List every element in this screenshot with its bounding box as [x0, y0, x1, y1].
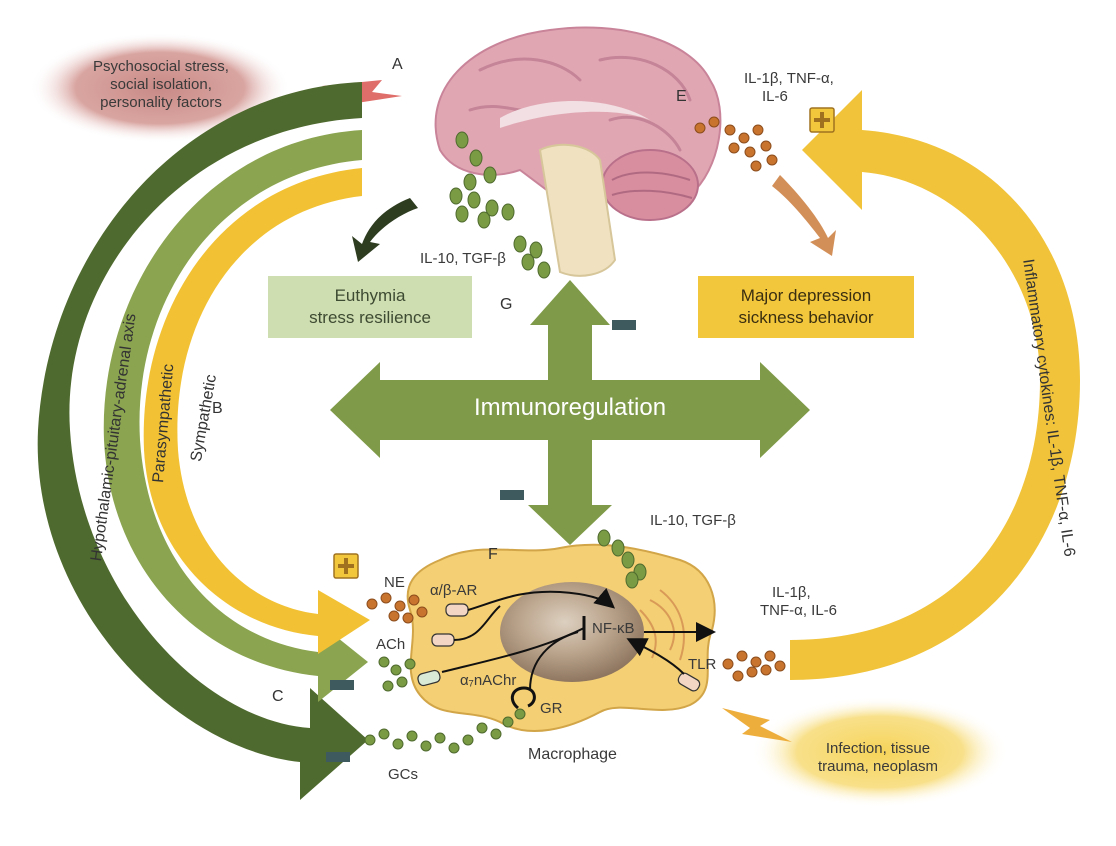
label-E: E [676, 88, 687, 105]
parasympathetic-arrow [103, 130, 368, 702]
label-G: G [500, 296, 513, 313]
gr-label: GR [540, 700, 563, 717]
plus-icon [809, 107, 835, 133]
green-particles [364, 131, 647, 754]
euthymia-line-2: stress resilience [309, 308, 431, 327]
adrenergic-receptor-icon [431, 633, 455, 647]
immunoregulation-label: Immunoregulation [473, 394, 667, 421]
label-A: A [392, 56, 403, 73]
ab-ar-signal-line [453, 605, 501, 641]
brain-to-euthymia-arrow [352, 198, 418, 262]
macrophage-label: Macrophage [528, 746, 617, 763]
inflammatory-cytokines-arrow [790, 90, 1080, 680]
ach-label: ACh [376, 636, 406, 653]
il10-cell-label: IL-10, TGF-β [650, 512, 736, 529]
orange-particles [366, 116, 786, 682]
minus-icon [612, 320, 636, 330]
out-cytokines-line-2: TNF-α, IL-6 [760, 602, 838, 619]
brainstem [538, 143, 617, 277]
nicotinic-receptor-icon [417, 669, 441, 687]
depression-line-1: Major depression [740, 286, 872, 305]
minus-icon [500, 490, 524, 500]
tlr-signal-arrow [626, 638, 685, 675]
out-cytokines-label: IL-1β, TNF-α, IL-6 [760, 584, 837, 620]
out-cytokines-line-1: IL-1β, [772, 584, 811, 601]
sympathetic-arrow [143, 168, 370, 654]
label-C: C [272, 688, 284, 705]
minus-icon [330, 680, 354, 690]
gr-receptor-icon [510, 686, 536, 710]
label-F: F [488, 546, 498, 563]
brain-cytokines-label: IL-1β, TNF-α, IL-6 [744, 70, 834, 106]
infection-line-2: trauma, neoplasm [817, 758, 939, 775]
adrenergic-receptor-icon [445, 603, 469, 617]
ab-ar-label: α/β-AR [430, 582, 478, 599]
depression-box [698, 276, 914, 338]
immunoregulation-cross [330, 280, 810, 545]
stress-line-3: personality factors [100, 94, 222, 111]
a7-nachr-label: α₇nAChr [460, 672, 517, 689]
gcs-label: GCs [388, 766, 418, 783]
depression-line-2: sickness behavior [738, 308, 874, 327]
stress-cloud [30, 33, 290, 143]
infection-line-1: Infection, tissue [825, 740, 931, 757]
ne-label: NE [384, 574, 405, 591]
depression-text: Major depression sickness behavior [698, 276, 914, 338]
ab-ar-signal-arrow [467, 587, 616, 611]
brain-to-depression-arrow [772, 175, 836, 256]
infection-lightning-icon [722, 708, 792, 742]
minus-icon [326, 752, 350, 762]
tlr-label: TLR [688, 656, 717, 673]
euthymia-line-1: Euthymia [334, 286, 406, 305]
stress-line-1: Psychosocial stress, [93, 58, 229, 75]
gr-signal-line [529, 631, 579, 691]
stress-line-2: social isolation, [110, 76, 212, 93]
euthymia-text: Euthymia stress resilience [268, 276, 472, 338]
euthymia-box [268, 276, 472, 338]
label-B: B [212, 400, 223, 417]
brain-illustration [434, 26, 722, 277]
il10-brain-label: IL-10, TGF-β [420, 250, 506, 267]
plus-icon [333, 553, 359, 579]
brain-cytokines-line-1: IL-1β, TNF-α, [744, 70, 834, 87]
corpus-callosum [500, 100, 650, 128]
stress-cloud-label: Psychosocial stress, social isolation, p… [86, 58, 236, 112]
cerebellum [601, 149, 699, 221]
tlr-receptor-icon [677, 672, 701, 692]
brain-cytokines-line-2: IL-6 [762, 88, 788, 105]
infection-cloud [752, 697, 1008, 807]
infection-cloud-label: Infection, tissue trauma, neoplasm [808, 740, 948, 776]
hpa-axis-arrow [37, 82, 368, 800]
nfkb-label: NF-κB [592, 620, 635, 637]
